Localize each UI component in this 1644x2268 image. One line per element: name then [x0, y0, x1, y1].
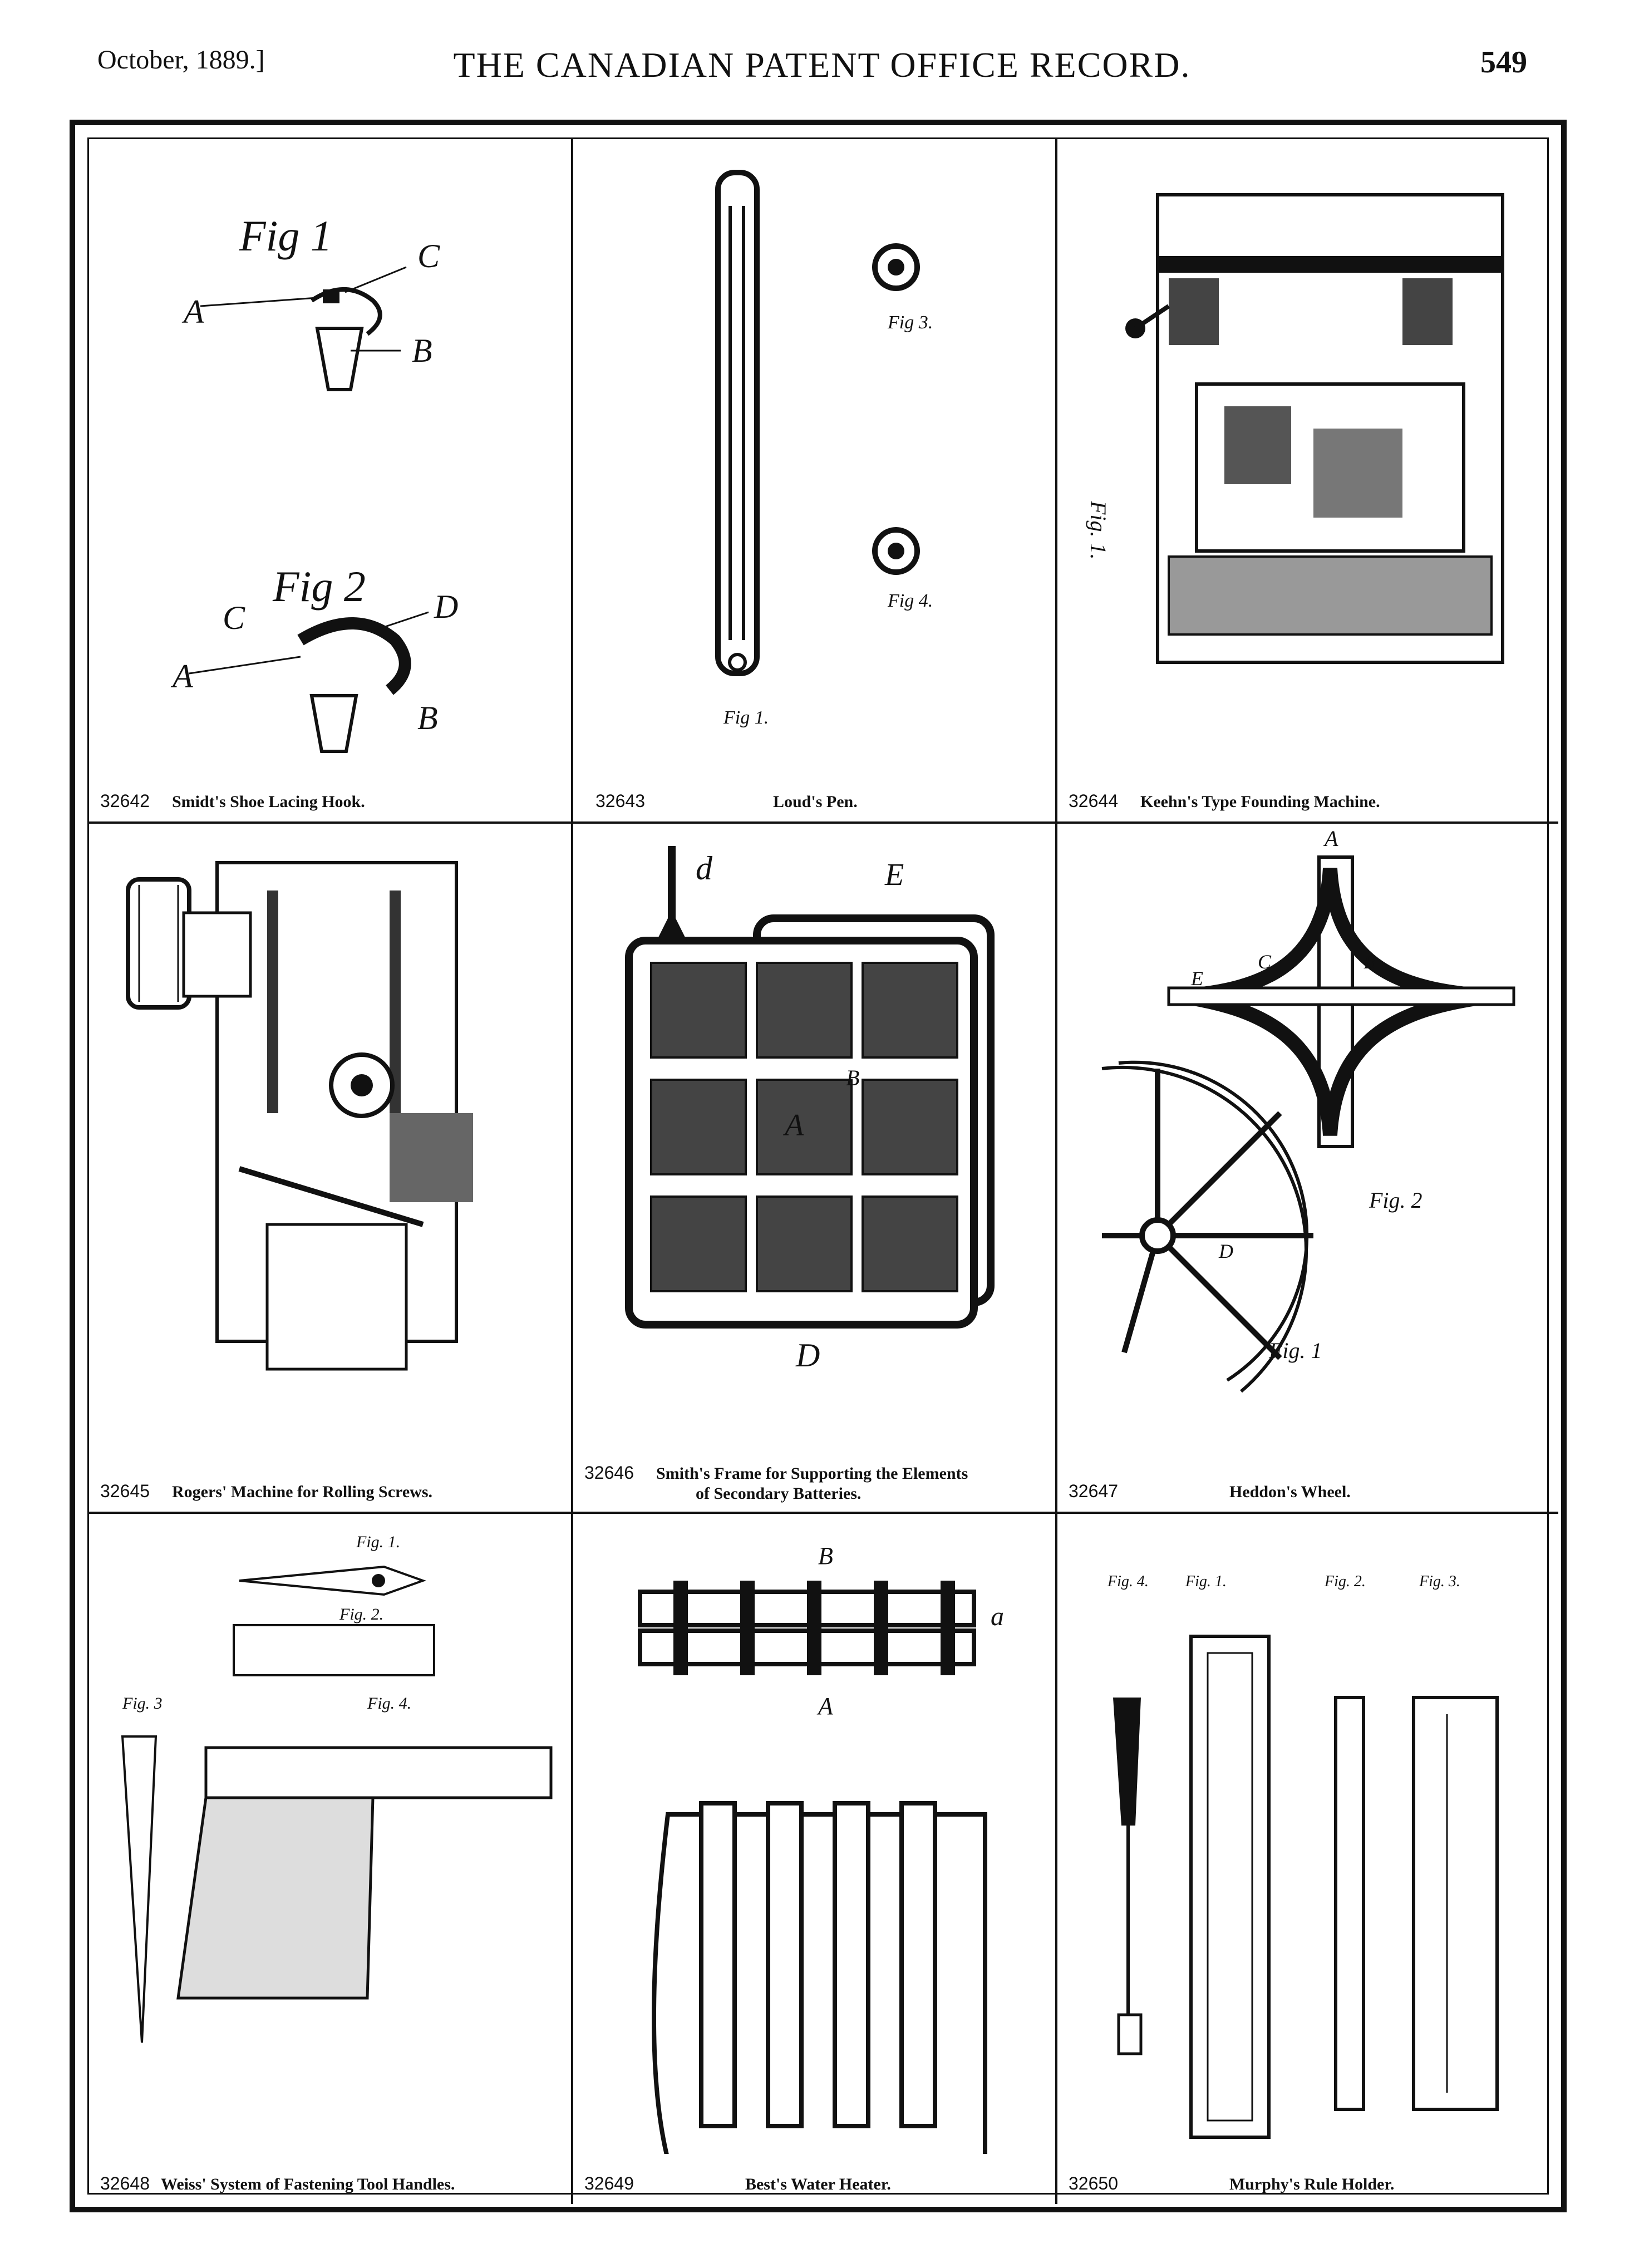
label-a: A [170, 658, 193, 695]
fig-label: Fig. 4. [1107, 1573, 1149, 1590]
tool-handle-drawing: Fig. 1. Fig. 2. Fig. 3 Fig. 4. [121, 1533, 553, 2043]
patent-cell-32644: Fig. 1. 32644 Keehn's Type Founding Machi… [1057, 139, 1558, 824]
patent-cell-32643: Fig 3. Fig 4. Fig 1. 32643 Loud's Pen. [573, 139, 1057, 824]
page-title: THE CANADIAN PATENT OFFICE RECORD. [453, 45, 1191, 85]
patent-number: 32643 [595, 791, 645, 811]
patent-title: Keehn's Type Founding Machine. [1140, 793, 1380, 811]
screw-rolling-machine-drawing [126, 861, 473, 1371]
patent-number: 32650 [1069, 2173, 1118, 2193]
patent-cell-32646: d E B A D 32646 Smith's Frame for Support… [573, 824, 1057, 1514]
patent-number: 32646 [584, 1463, 634, 1483]
label-d: d [696, 850, 713, 887]
patent-caption: 32648 Weiss' System of Fastening Tool Han… [100, 2173, 560, 2194]
label-d-bottom: D [795, 1337, 820, 1374]
patent-title: Heddon's Wheel. [1229, 1483, 1351, 1501]
patent-number: 32648 [100, 2173, 150, 2193]
label-c: C [417, 238, 440, 274]
patent-caption: 32649 Best's Water Heater. [584, 2173, 1044, 2194]
patent-title-line2: of Secondary Batteries. [696, 1484, 862, 1503]
fig-label: Fig. 1. [1086, 500, 1111, 560]
patent-title: Weiss' System of Fastening Tool Handles. [160, 2175, 455, 2193]
patent-number: 32647 [1069, 1481, 1118, 1501]
patent-cell-32648: Fig. 1. Fig. 2. Fig. 3 Fig. 4. 32648 Weis… [89, 1514, 573, 2204]
fig-label: Fig 1 [239, 211, 332, 260]
wheel-drawing: A B C E D Fig. 2 Fig. 1 [1101, 826, 1515, 1393]
fig-label: Fig 3. [887, 312, 933, 333]
patent-caption: 32647 Heddon's Wheel. [1069, 1481, 1547, 1502]
label-c: C [223, 599, 245, 636]
patent-cell-32645: 32645 Rogers' Machine for Rolling Screws. [89, 824, 573, 1514]
patent-cell-32642: Fig 1 A B C Fig 2 A C D B 32642 Smidt's S… [89, 139, 573, 824]
patent-cell-32649: a B A 32649 Best's Water Heater. [573, 1514, 1057, 2204]
fig-label: Fig 1. [723, 707, 769, 728]
label-b: B [417, 700, 438, 736]
fig-label: Fig 2 [272, 562, 366, 611]
label-e: E [1190, 967, 1203, 990]
patent-caption: 32643 Loud's Pen. [595, 791, 1044, 811]
fig-label: Fig. 2. [339, 1605, 383, 1623]
shoe-lacing-hook-drawing: Fig 1 A B C Fig 2 A C D B [170, 211, 458, 753]
rule-holder-drawing: Fig. 4. Fig. 1. Fig. 2. Fig. 3. [1107, 1573, 1499, 2139]
label-a: A [782, 1108, 804, 1143]
label-a: A [816, 1693, 834, 1720]
fig-label: Fig. 3. [1419, 1573, 1460, 1590]
patent-caption: 32645 Rogers' Machine for Rolling Screws. [100, 1481, 560, 1502]
label-e: E [884, 858, 904, 892]
label-a: A [1323, 826, 1338, 851]
patent-caption: 32644 Keehn's Type Founding Machine. [1069, 791, 1547, 811]
patent-cell-32647: A B C E D Fig. 2 Fig. 1 32647 Heddon's Wh… [1057, 824, 1558, 1514]
water-heater-drawing: a B A [638, 1542, 1004, 2154]
patent-number: 32644 [1069, 791, 1118, 811]
patent-cell-32650: Fig. 4. Fig. 1. Fig. 2. Fig. 3. 32650 Mur… [1057, 1514, 1558, 2204]
patent-plate-frame: Fig 1 A B C Fig 2 A C D B 32642 Smidt's S… [70, 120, 1567, 2212]
label-a: a [991, 1602, 1004, 1631]
battery-frame-drawing: d E B A D [625, 846, 995, 1374]
fig-label: Fig. 1. [356, 1533, 400, 1551]
label-b: B [412, 332, 432, 369]
fig-label: Fig 4. [887, 591, 933, 611]
patent-title: Loud's Pen. [772, 793, 858, 811]
patent-number: 32645 [100, 1481, 150, 1501]
patent-number: 32649 [584, 2173, 634, 2193]
label-b: B [846, 1065, 859, 1090]
pen-drawing: Fig 3. Fig 4. Fig 1. [715, 170, 933, 728]
label-d: D [434, 588, 458, 625]
patent-grid: Fig 1 A B C Fig 2 A C D B 32642 Smidt's S… [87, 137, 1558, 2204]
patent-caption: 32650 Murphy's Rule Holder. [1069, 2173, 1547, 2194]
type-founding-machine-drawing: Fig. 1. [1086, 193, 1504, 664]
fig-label: Fig. 4. [367, 1694, 411, 1713]
fig-label: Fig. 2 [1369, 1188, 1422, 1213]
label-c: C [1258, 951, 1272, 973]
header-date: October, 1889.] [97, 45, 265, 75]
fig-label: Fig. 2. [1324, 1573, 1366, 1590]
fig-label: Fig. 3 [122, 1694, 163, 1713]
patent-title: Rogers' Machine for Rolling Screws. [171, 1483, 432, 1501]
fig-label: Fig. 1. [1185, 1573, 1227, 1590]
label-b: B [1364, 951, 1376, 973]
patent-title: Best's Water Heater. [745, 2175, 891, 2193]
patent-title: Murphy's Rule Holder. [1229, 2175, 1395, 2193]
patent-caption: 32646 Smith's Frame for Supporting the El… [584, 1463, 1044, 1504]
patent-title: Smidt's Shoe Lacing Hook. [171, 793, 365, 811]
label-d: D [1218, 1240, 1233, 1262]
label-b: B [818, 1542, 833, 1570]
patent-number: 32642 [100, 791, 150, 811]
fig-label: Fig. 1 [1268, 1338, 1322, 1363]
label-a: A [181, 293, 204, 330]
patent-title-line1: Smith's Frame for Supporting the Element… [656, 1464, 968, 1483]
page-number: 549 [1480, 45, 1527, 80]
patent-caption: 32642 Smidt's Shoe Lacing Hook. [100, 791, 560, 811]
